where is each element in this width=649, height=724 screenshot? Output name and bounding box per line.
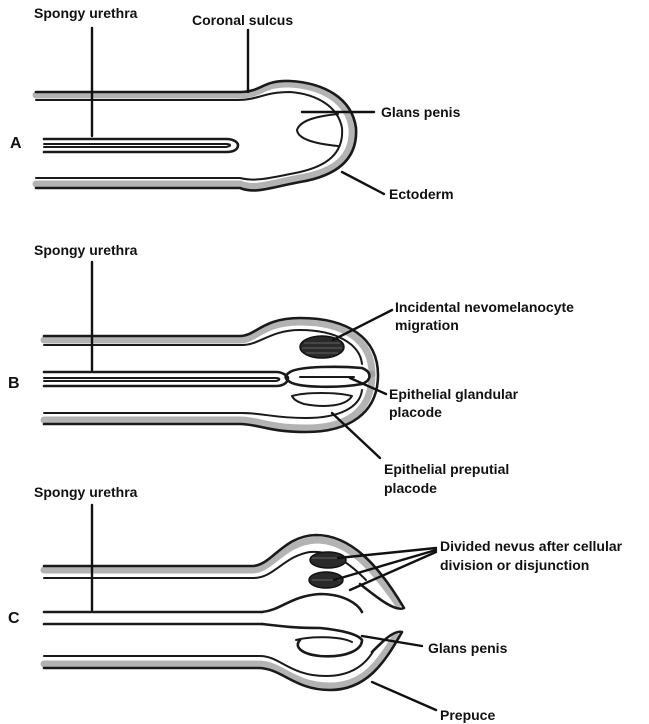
label-prepuce: Prepuce — [440, 707, 495, 723]
leader-prepuce-c — [372, 682, 436, 710]
label-glandular-line1: Epithelial glandular — [389, 386, 519, 402]
ectoderm-shading-c-top — [44, 540, 398, 604]
urethra-lumen-b — [44, 378, 279, 381]
label-glans-penis-a: Glans penis — [381, 104, 461, 120]
label-preputial-line1: Epithelial preputial — [384, 461, 509, 477]
inner-contour-b-bottom — [44, 390, 362, 418]
glans-c-upper — [262, 594, 362, 612]
label-ectoderm: Ectoderm — [389, 186, 454, 202]
label-nevomelanocyte-line2: migration — [395, 317, 459, 333]
inner-contour-a — [36, 92, 342, 180]
panel-letter-c: C — [8, 610, 20, 627]
panel-letter-a: A — [10, 135, 22, 152]
label-divided-line2: division or disjunction — [440, 557, 589, 573]
leader-ectoderm-a — [342, 172, 384, 194]
outer-contour-b — [44, 318, 378, 432]
panel-b: B Spongy urethra Incidental nevomelanocy… — [8, 242, 574, 496]
preputial-placode-b — [292, 393, 352, 406]
label-divided-line1: Divided nevus after cellular — [440, 538, 623, 554]
label-spongy-urethra-a: Spongy urethra — [34, 5, 138, 21]
nevus-c-upper — [310, 552, 346, 568]
ectoderm-shading-b-bottom — [44, 374, 372, 428]
nevus-b — [300, 336, 344, 358]
panel-c: C Spongy urethra Divided nevus after cel… — [8, 484, 623, 723]
label-glans-penis-c: Glans penis — [428, 640, 508, 656]
glans-notch-a — [297, 114, 338, 146]
label-nevomelanocyte-line1: Incidental nevomelanocyte — [395, 299, 574, 315]
glans-c-inner — [296, 637, 352, 642]
ectoderm-shading-c-bottom — [44, 636, 396, 686]
label-spongy-urethra-c: Spongy urethra — [34, 484, 138, 500]
panel-a: A Spongy urethra Coronal sulcus Glans pe… — [10, 5, 461, 202]
label-glandular-line2: placode — [389, 404, 442, 420]
label-coronal-sulcus: Coronal sulcus — [192, 12, 293, 28]
urethra-lumen-a — [44, 144, 230, 147]
label-preputial-line2: placode — [384, 480, 437, 496]
panel-letter-b: B — [8, 375, 20, 392]
label-spongy-urethra-b: Spongy urethra — [34, 242, 138, 258]
urethra-tube-a — [44, 139, 238, 152]
